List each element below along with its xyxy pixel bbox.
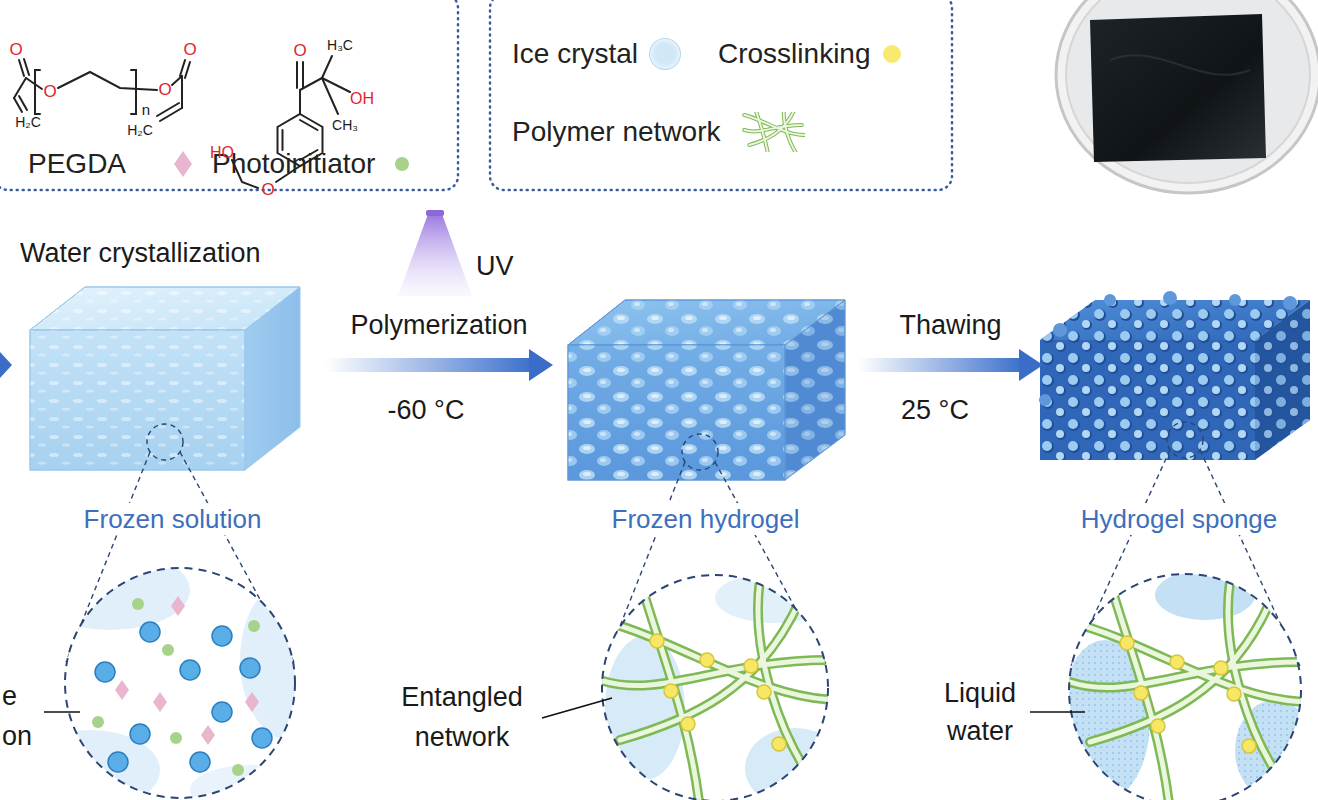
atom-label: O bbox=[9, 40, 22, 60]
pegda-structure bbox=[14, 59, 190, 121]
legend-text: Polymer network bbox=[512, 114, 721, 150]
atom-label: O bbox=[261, 180, 274, 200]
atom-label: O bbox=[43, 82, 56, 102]
stage-node: Frozen solution bbox=[25, 280, 320, 535]
legend-text: Crosslinking bbox=[718, 36, 871, 72]
legend-swatch bbox=[883, 45, 901, 63]
process-arrow bbox=[325, 349, 553, 381]
legend-item: Ice crystal bbox=[512, 36, 680, 72]
petri-dish-photo bbox=[1056, 0, 1318, 193]
atom-label: HO bbox=[210, 143, 234, 162]
arrow-head bbox=[1019, 349, 1043, 381]
legend-swatch bbox=[395, 157, 409, 171]
arrow-shaft bbox=[858, 358, 1021, 372]
stage-caption: Frozen hydrogel bbox=[608, 503, 804, 535]
arrow-shaft bbox=[325, 358, 531, 372]
stage-node: Frozen hydrogel bbox=[558, 280, 853, 535]
arrow-head bbox=[529, 349, 553, 381]
zoom-frozen-hydrogel bbox=[600, 573, 845, 800]
annotation-label: Water crystallization bbox=[20, 237, 261, 269]
atom-label: H₂C bbox=[127, 122, 153, 139]
network-tube-core bbox=[744, 112, 804, 152]
annotation-label: Entangled network bbox=[401, 677, 523, 757]
atom-label: n bbox=[142, 101, 150, 119]
leader-line bbox=[44, 698, 1085, 718]
edge-label: Polymerization bbox=[350, 309, 527, 341]
stage-caption: Frozen solution bbox=[80, 503, 266, 535]
legend-swatch bbox=[174, 151, 192, 177]
network-tube bbox=[744, 112, 804, 152]
atom-label: H₃C bbox=[327, 37, 353, 54]
annotation-label: 25 °C bbox=[901, 394, 969, 426]
frozen-hydrogel-block bbox=[568, 300, 845, 480]
process-arrow bbox=[858, 349, 1043, 381]
zoom-hydrogel-sponge bbox=[1060, 570, 1315, 800]
uv-light bbox=[398, 210, 472, 296]
legend-text: PEGDA bbox=[28, 146, 126, 182]
edge-label: Thawing bbox=[899, 309, 1001, 341]
atom-label: O bbox=[183, 40, 196, 60]
annotation-label: UV bbox=[476, 250, 514, 282]
stage-node: Hydrogel sponge bbox=[1048, 280, 1310, 535]
atom-label: O bbox=[158, 80, 171, 100]
legend-swatch bbox=[650, 39, 680, 69]
legend-item: PEGDA bbox=[28, 146, 192, 182]
annotation-label: -60 °C bbox=[388, 394, 465, 426]
atom-label: H₂C bbox=[15, 114, 41, 131]
legend-item: Crosslinking bbox=[718, 36, 901, 72]
atom-label: CH₃ bbox=[332, 117, 358, 134]
annotation-label: e on bbox=[2, 676, 32, 756]
atom-label: O bbox=[293, 41, 306, 61]
legend-item: Photoinitiator bbox=[212, 146, 409, 182]
stage-caption: Hydrogel sponge bbox=[1077, 503, 1282, 535]
hydrogel-sponge-block bbox=[1039, 291, 1310, 460]
network-icon bbox=[741, 112, 805, 152]
arrow-head bbox=[0, 352, 12, 378]
dotted-frame bbox=[0, 0, 952, 190]
zoom-frozen-solution bbox=[20, 550, 340, 800]
annotation-label: Liquid water bbox=[944, 674, 1016, 750]
atom-label: OH bbox=[350, 89, 374, 108]
frozen-solution-block bbox=[30, 287, 300, 470]
legend-item: Polymer network bbox=[512, 112, 805, 152]
legend-text: Photoinitiator bbox=[212, 146, 375, 182]
legend-text: Ice crystal bbox=[512, 36, 638, 72]
